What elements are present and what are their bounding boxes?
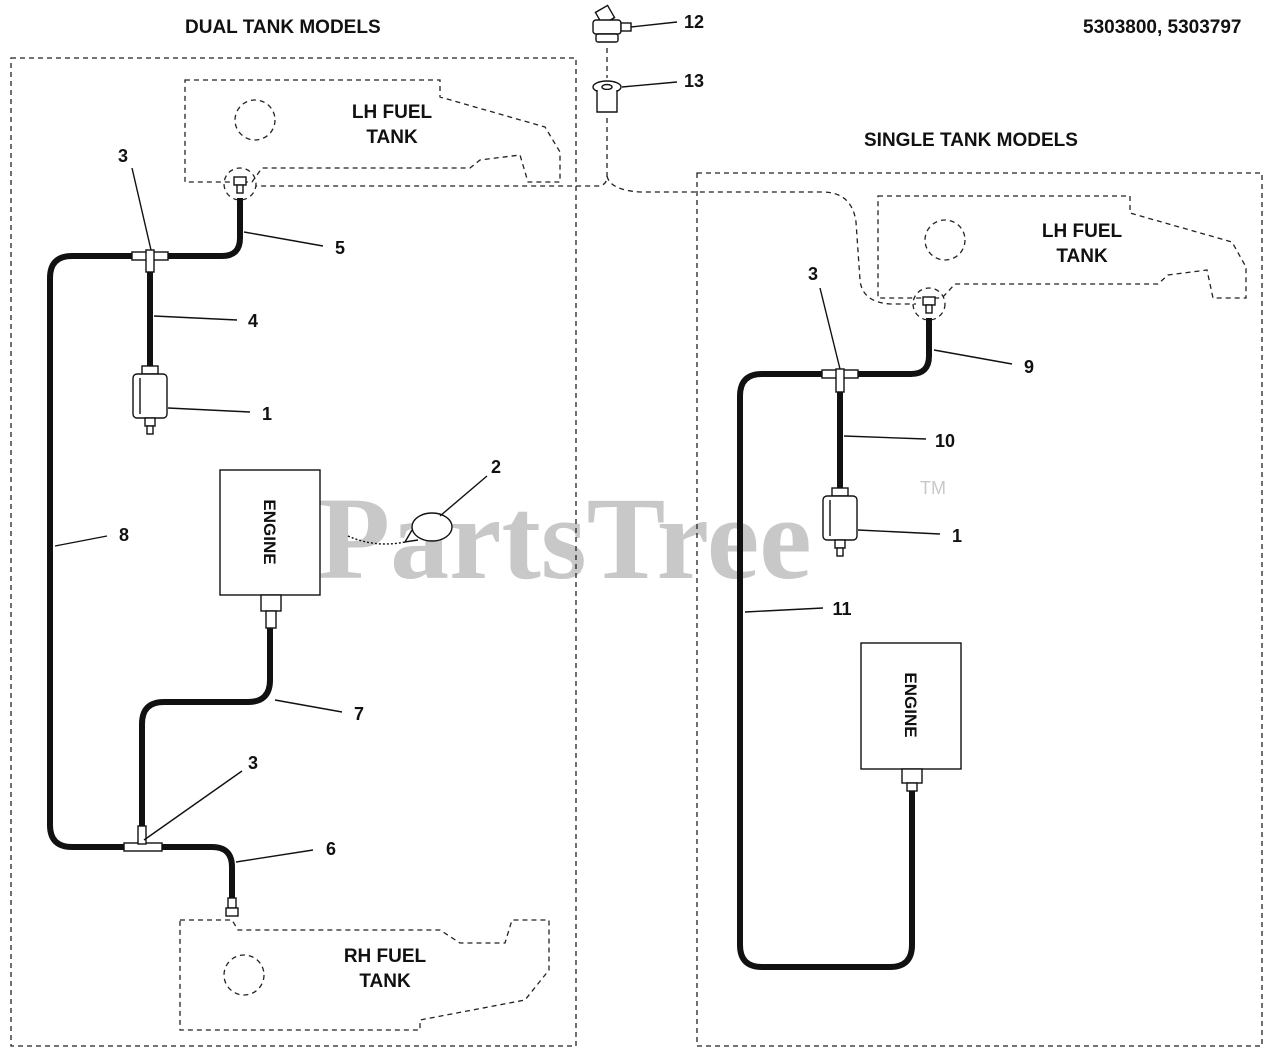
leader-d3-bottom [143, 770, 243, 841]
dual-tee-fitting-top [131, 249, 169, 273]
watermark: PartsTree [318, 473, 812, 604]
dual-rh-tank-label-1: RH FUEL [344, 946, 427, 967]
callout-d6: 6 [326, 839, 336, 859]
callout-d3-top: 3 [118, 146, 128, 166]
single-tank-models-title: SINGLE TANK MODELS [864, 130, 1078, 151]
leader-d5 [243, 231, 324, 247]
leader-s1 [857, 529, 941, 535]
callout-c12: 12 [684, 12, 704, 32]
leader-d6 [235, 849, 314, 863]
dual-hose-7 [139, 628, 273, 828]
leader-d4 [153, 315, 238, 321]
model-numbers: 5303800, 5303797 [1083, 17, 1242, 38]
part-12-valve [592, 4, 632, 43]
single-hose-9 [858, 318, 932, 377]
callout-d1: 1 [262, 404, 272, 424]
dual-lh-tank-valve [223, 167, 257, 201]
single-engine-label: ENGINE [901, 672, 920, 737]
callout-s1: 1 [952, 526, 962, 546]
leader-s10 [843, 435, 927, 440]
callout-d7: 7 [354, 704, 364, 724]
dual-hose-8 [47, 253, 132, 850]
watermark-trademark: TM [920, 478, 946, 498]
center-dash-to-single-valve [606, 175, 916, 305]
dual-hose-clamp [347, 512, 453, 545]
leader-d3-top [131, 167, 152, 251]
leader-c13 [621, 81, 678, 88]
callout-s10: 10 [935, 431, 955, 451]
dual-tank-models-title: DUAL TANK MODELS [185, 17, 381, 38]
single-tank-section-border [696, 172, 1263, 1047]
single-lh-tank-valve [912, 287, 946, 321]
callout-d2: 2 [491, 457, 501, 477]
callout-s9: 9 [1024, 357, 1034, 377]
callout-d5: 5 [335, 238, 345, 258]
single-lh-tank-label-2: TANK [1056, 246, 1108, 267]
leader-d2 [439, 475, 488, 517]
dual-lh-tank-label-1: LH FUEL [352, 102, 433, 123]
single-fuel-filter [822, 487, 858, 557]
center-dash-to-dual-valve [256, 118, 608, 187]
dual-engine-label: ENGINE [260, 499, 279, 564]
callout-s3: 3 [808, 264, 818, 284]
callout-d3-bottom: 3 [248, 753, 258, 773]
callout-s11: 11 [832, 599, 851, 619]
leader-d7 [274, 699, 343, 713]
part-13-grommet [592, 80, 622, 113]
callout-d8: 8 [119, 525, 129, 545]
leader-c12 [630, 21, 678, 28]
dual-rh-tank-fitting [225, 897, 239, 917]
single-lh-fuel-tank: LH FUEL TANK [877, 195, 1247, 299]
dual-lh-fuel-tank: LH FUEL TANK [184, 79, 561, 183]
leader-s3 [819, 287, 841, 370]
dual-tank-section-border [10, 57, 577, 1047]
leader-s9 [933, 349, 1013, 365]
dual-engine: ENGINE [219, 469, 321, 629]
dual-hose-5 [168, 198, 243, 259]
dual-tee-fitting-bottom [123, 825, 163, 852]
leader-d1 [167, 407, 251, 413]
callout-d4: 4 [248, 311, 258, 331]
callout-c13: 13 [684, 71, 704, 91]
dual-hose-6 [162, 844, 235, 898]
dual-rh-tank-label-2: TANK [359, 971, 411, 992]
single-tee-fitting [821, 368, 859, 393]
leader-s11 [744, 607, 824, 613]
dual-rh-fuel-tank: RH FUEL TANK [179, 919, 550, 1031]
dual-lh-tank-label-2: TANK [366, 127, 418, 148]
single-lh-tank-label-1: LH FUEL [1042, 221, 1123, 242]
leader-d8 [54, 535, 108, 547]
single-hose-11 [737, 371, 915, 970]
single-engine: ENGINE [860, 642, 962, 792]
dual-fuel-filter [132, 365, 168, 435]
